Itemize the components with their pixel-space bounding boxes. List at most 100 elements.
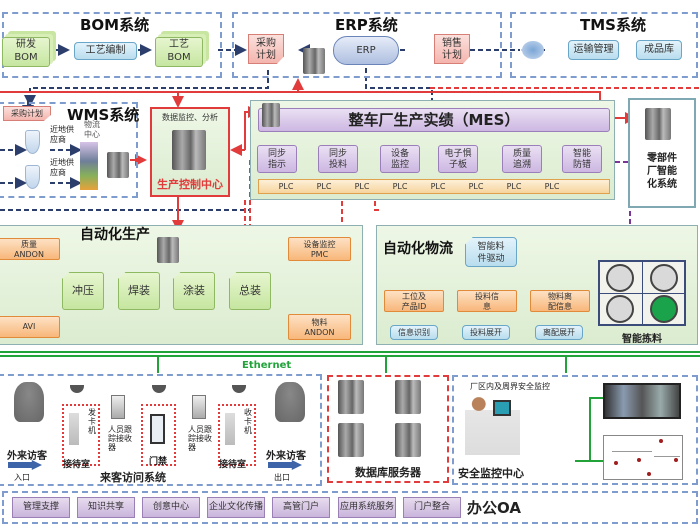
- mes-server-icon: [262, 103, 280, 127]
- process-painting[interactable]: 涂装: [173, 272, 215, 310]
- tracker-receiver-1-icon: [111, 395, 125, 419]
- oa-item-creative-center[interactable]: 创意中心: [142, 497, 200, 518]
- tracker-receiver-2-label: 人员跟踪接收器: [188, 425, 212, 452]
- access-gate-label: 门禁: [149, 457, 168, 467]
- visitor-system-frame: [0, 374, 322, 486]
- erp-system-title: ERP系统: [335, 16, 398, 34]
- dispatch-expand-node[interactable]: 离配展开: [535, 325, 583, 340]
- plc-3[interactable]: PLC: [354, 182, 370, 191]
- process-final-assembly[interactable]: 总装: [229, 272, 271, 310]
- mes-module-error-proof[interactable]: 智能防错: [562, 145, 602, 173]
- transport-mgmt-node[interactable]: 运输管理: [568, 40, 619, 60]
- control-center-server-icon: [172, 130, 206, 170]
- security-center-frame[interactable]: [452, 375, 698, 485]
- smart-driver-node[interactable]: 智能料件驱动: [465, 237, 517, 267]
- process-bom-label-2: BOM: [167, 52, 191, 63]
- feeding-info-node[interactable]: 投料信息: [457, 290, 517, 312]
- reception-room-2[interactable]: [218, 404, 256, 466]
- mes-title-bar[interactable]: 整车厂生产实绩（MES）: [258, 108, 610, 132]
- erp-system-frame: [232, 12, 502, 78]
- smart-picking-panel[interactable]: [598, 260, 686, 326]
- oa-frame: [2, 491, 698, 524]
- finished-goods-node[interactable]: 成品库: [636, 40, 682, 60]
- sales-plan-node[interactable]: 销售 计划: [434, 34, 470, 64]
- oa-item-culture[interactable]: 企业文化传播: [207, 497, 265, 518]
- rd-bom-label-2: BOM: [14, 52, 38, 63]
- card-collector-label: 收卡机: [244, 408, 252, 435]
- process-bom-label-1: 工艺: [169, 39, 189, 50]
- wms-system-title: WMS系统: [67, 106, 140, 124]
- visitor-out-icon: [275, 382, 305, 422]
- bom-system-title: BOM系统: [80, 16, 150, 34]
- camera-1-icon: [70, 385, 84, 393]
- plc-5[interactable]: PLC: [430, 182, 446, 191]
- avi-node[interactable]: AVI: [0, 316, 60, 338]
- database-server-title: 数据库服务器: [355, 466, 421, 479]
- mes-module-sync-feeding[interactable]: 同步投料: [318, 145, 358, 173]
- picking-light-1: [606, 264, 634, 292]
- info-recognition-node[interactable]: 信息识别: [390, 325, 438, 340]
- mes-module-e-board[interactable]: 电子惧子板: [438, 145, 478, 173]
- entrance-arrow-icon: [8, 460, 42, 470]
- exit-arrow-icon: [268, 460, 302, 470]
- picking-light-4-active: [650, 295, 678, 323]
- oa-item-knowledge-sharing[interactable]: 知识共享: [77, 497, 135, 518]
- parts-factory-server-icon: [645, 108, 671, 140]
- material-dispatch-info-node[interactable]: 物料离配信息: [530, 290, 590, 312]
- mes-module-equipment-monitor[interactable]: 设备监控: [380, 145, 420, 173]
- purchase-plan-node[interactable]: 采购 计划: [248, 34, 284, 64]
- picking-light-2: [650, 264, 678, 292]
- logistics-building-icon: [80, 142, 98, 190]
- plc-bar: PLC PLC PLC PLC PLC PLC PLC PLC: [258, 179, 610, 194]
- mes-module-quality-trace[interactable]: 质量追溯: [502, 145, 542, 173]
- process-edit-node[interactable]: 工艺编制: [74, 42, 137, 60]
- erp-database-node[interactable]: ERP: [333, 36, 399, 65]
- reception-room-1[interactable]: [62, 404, 100, 466]
- entrance-label: 入口: [14, 473, 30, 482]
- plc-8[interactable]: PLC: [544, 182, 560, 191]
- feeding-expand-node[interactable]: 投料展开: [462, 325, 510, 340]
- purchase-plan-label-1: 采购: [256, 38, 276, 49]
- wms-purchase-plan-node[interactable]: 采购计划: [3, 106, 51, 121]
- oa-item-management-support[interactable]: 管理支撑: [12, 497, 70, 518]
- control-center-subtitle: 数据监控、分析: [162, 113, 218, 122]
- plc-4[interactable]: PLC: [392, 182, 408, 191]
- mes-module-sync-instruction[interactable]: 同步指示: [257, 145, 297, 173]
- card-collector-icon: [225, 413, 235, 445]
- database-server-frame[interactable]: [327, 375, 449, 483]
- security-subtitle: 厂区内及周界安全监控: [470, 382, 550, 391]
- plc-7[interactable]: PLC: [506, 182, 522, 191]
- visitor-in-icon: [14, 382, 44, 422]
- oa-item-portal-integration[interactable]: 门户整合: [403, 497, 461, 518]
- db-server-1-icon: [338, 380, 364, 414]
- db-server-3-icon: [338, 423, 364, 457]
- process-stamping[interactable]: 冲压: [62, 272, 104, 310]
- plc-6[interactable]: PLC: [468, 182, 484, 191]
- oa-item-app-services[interactable]: 应用系统服务: [338, 497, 396, 518]
- exit-label: 出口: [274, 473, 290, 482]
- supplier-1-label: 近地供应商: [50, 125, 74, 144]
- supplier-1-icon: [25, 130, 40, 154]
- plc-2[interactable]: PLC: [316, 182, 332, 191]
- station-product-id-node[interactable]: 工位及产品ID: [384, 290, 444, 312]
- access-gate-frame[interactable]: [141, 404, 176, 466]
- process-bom-node[interactable]: 工艺 BOM: [155, 37, 203, 67]
- oa-item-executive-portal[interactable]: 高管门户: [272, 497, 330, 518]
- ethernet-lines: [0, 351, 700, 462]
- parts-factory-system[interactable]: [628, 98, 696, 208]
- rd-bom-node[interactable]: 研发 BOM: [2, 37, 50, 67]
- security-center-title: 安全监控中心: [458, 467, 524, 480]
- auto-production-title: 自动化生产: [80, 227, 150, 243]
- visitor-system-title: 来客访问系统: [100, 471, 166, 484]
- visitor-out-label: 外来访客: [266, 451, 306, 462]
- monitor-icon: [493, 400, 511, 416]
- camera-3-icon: [232, 385, 246, 393]
- picking-light-3: [606, 295, 634, 323]
- db-server-4-icon: [395, 423, 421, 457]
- process-welding[interactable]: 焊装: [118, 272, 160, 310]
- plc-1[interactable]: PLC: [278, 182, 294, 191]
- tms-system-frame: [510, 12, 698, 78]
